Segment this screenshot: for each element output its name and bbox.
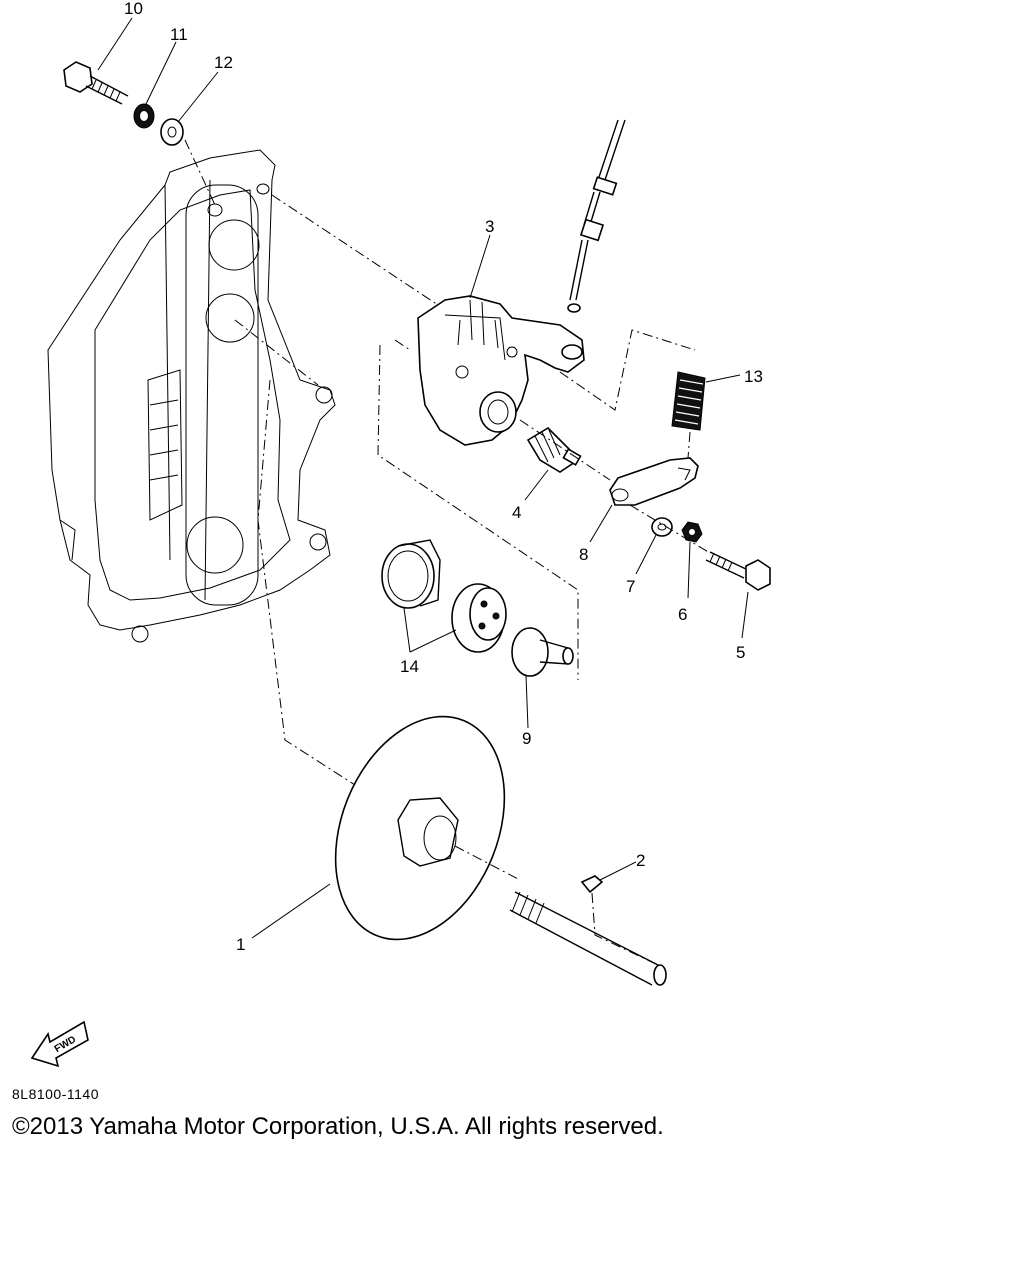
washer-12 — [160, 118, 184, 146]
key-2 — [580, 875, 604, 894]
callout-numbers: 10 11 12 3 13 4 8 7 6 5 14 9 2 1 — [124, 0, 763, 954]
callout-12: 12 — [214, 53, 233, 72]
diaphragm-14a — [381, 539, 441, 609]
callout-11: 11 — [170, 25, 188, 44]
washer-7 — [651, 517, 673, 537]
callout-1: 1 — [236, 935, 245, 954]
callout-10: 10 — [124, 0, 143, 18]
callout-4: 4 — [512, 503, 521, 522]
callout-6: 6 — [678, 605, 687, 624]
bolt-10 — [63, 61, 129, 105]
callout-8: 8 — [579, 545, 588, 564]
callout-2: 2 — [636, 851, 645, 870]
callout-5: 5 — [736, 643, 745, 662]
callout-9: 9 — [522, 729, 531, 748]
copyright-notice: ©2013 Yamaha Motor Corporation, U.S.A. A… — [12, 1113, 664, 1140]
housing-cover — [47, 149, 336, 643]
valve-9 — [511, 627, 574, 677]
throttle-cable — [567, 119, 626, 313]
callout-7: 7 — [626, 577, 635, 596]
diagram-code: 8L8100-1140 — [12, 1086, 99, 1102]
assembly-line — [184, 139, 216, 206]
diaphragm-14b — [451, 583, 507, 653]
sheave-1 — [334, 715, 506, 941]
nut-6 — [681, 521, 703, 543]
lever-8 — [609, 457, 699, 506]
callout-3: 3 — [485, 217, 494, 236]
spring-13 — [671, 371, 706, 431]
assembly-lines — [234, 194, 711, 967]
leader-lines — [97, 17, 749, 939]
shaft — [509, 891, 667, 986]
callout-13: 13 — [744, 367, 763, 386]
bracket-3 — [417, 295, 585, 446]
washer-11 — [133, 103, 155, 129]
bolt-5 — [705, 551, 771, 591]
callout-14: 14 — [400, 657, 419, 676]
screw-4 — [526, 426, 582, 473]
fwd-arrow-icon: FWD — [30, 1020, 89, 1068]
